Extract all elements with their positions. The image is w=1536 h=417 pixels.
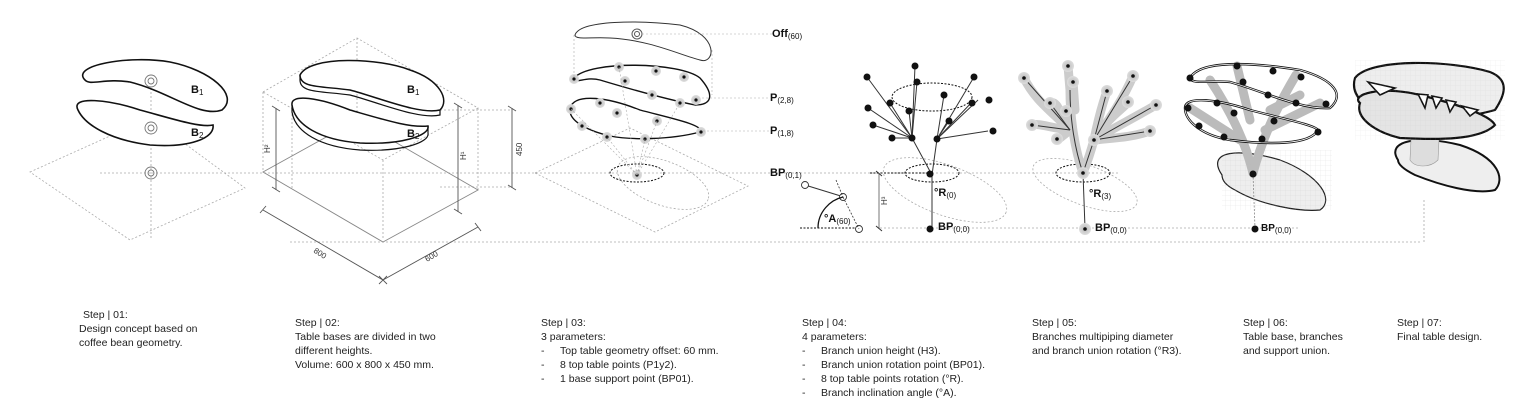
- step-bullet: Top table geometry offset: 60 mm.: [541, 344, 719, 358]
- step-title: Step | 06:: [1243, 317, 1288, 329]
- svg-text:BP(0,0): BP(0,0): [1095, 222, 1127, 235]
- svg-text:P(2,8): P(2,8): [770, 92, 794, 105]
- step-05-caption: Step | 05: Branches multipiping diameter…: [1032, 316, 1182, 358]
- step-title: Step | 02:: [295, 317, 340, 329]
- step-title: Step | 04:: [802, 317, 847, 329]
- svg-text:BP(0,1): BP(0,1): [770, 167, 802, 180]
- step-line: 3 parameters:: [541, 331, 606, 343]
- step-line: coffee bean geometry.: [79, 337, 183, 349]
- step-line: Design concept based on: [79, 323, 198, 335]
- svg-text:B1: B1: [191, 84, 204, 97]
- step-03-figure: Off(60) P(2,8) P(1,8) BP(0,1): [534, 21, 802, 233]
- step-bullet: Branch union height (H3).: [802, 344, 985, 358]
- step-05-figure: °R(3) BP(0,0): [1018, 60, 1162, 235]
- svg-text:°R(3): °R(3): [1089, 188, 1111, 201]
- svg-text:°A(60): °A(60): [824, 213, 851, 226]
- svg-text:°R(0): °R(0): [934, 187, 956, 200]
- svg-text:H¹: H¹: [459, 151, 468, 160]
- step-line: and branch union rotation (°R3).: [1032, 345, 1182, 357]
- step-06-caption: Step | 06: Table base, branches and supp…: [1243, 316, 1343, 358]
- step-07-caption: Step | 07: Final table design.: [1397, 316, 1482, 344]
- svg-text:B1: B1: [407, 84, 420, 97]
- step-04-caption: Step | 04: 4 parameters: Branch union he…: [802, 316, 985, 400]
- svg-text:600: 600: [424, 249, 441, 264]
- svg-text:P(1,8): P(1,8): [770, 125, 794, 138]
- step-line: 4 parameters:: [802, 331, 867, 343]
- step-04-figure: H³ °A(60) °R(0) BP(0,0): [800, 62, 1008, 234]
- step-01-figure: B1 B2: [29, 58, 246, 241]
- bean-b2-shape: [76, 99, 214, 147]
- step-title: Step | 05:: [1032, 317, 1077, 329]
- step-line: Table bases are divided in two: [295, 331, 436, 343]
- step-title: Step | 07:: [1397, 317, 1442, 329]
- svg-text:BP(0,0): BP(0,0): [938, 221, 970, 234]
- svg-text:B2: B2: [407, 128, 420, 141]
- step-bullet: 8 top table points rotation (°R).: [802, 372, 985, 386]
- step-line: Volume: 600 x 800 x 450 mm.: [295, 359, 434, 371]
- svg-text:450: 450: [515, 142, 524, 156]
- step-07-figure: [1352, 60, 1505, 242]
- step-01-caption: Step | 01: Design concept based on coffe…: [79, 308, 198, 350]
- step-02-caption: Step | 02: Table bases are divided in tw…: [295, 316, 436, 372]
- svg-text:H²: H²: [263, 144, 272, 153]
- step-line: and support union.: [1243, 345, 1330, 357]
- svg-text:800: 800: [312, 246, 329, 261]
- step-line: Branches multipiping diameter: [1032, 331, 1174, 343]
- step-bullet: 8 top table points (P1y2).: [541, 358, 719, 372]
- step-bullet: Branch union rotation point (BP01).: [802, 358, 985, 372]
- step-line: Table base, branches: [1243, 331, 1343, 343]
- svg-text:Off(60): Off(60): [772, 28, 802, 41]
- step-title: Step | 03:: [541, 317, 586, 329]
- svg-text:BP(0,0): BP(0,0): [1261, 223, 1292, 235]
- step-02-figure: B1 B2 H² H¹ 450 800 600: [259, 37, 524, 285]
- step-03-caption: Step | 03: 3 parameters: Top table geome…: [541, 316, 719, 386]
- step-title: Step | 01:: [83, 309, 128, 321]
- svg-text:H³: H³: [880, 196, 889, 205]
- step-bullet: Branch inclination angle (°A).: [802, 386, 985, 400]
- step-line: Final table design.: [1397, 331, 1483, 343]
- step-bullet: 1 base support point (BP01).: [541, 372, 719, 386]
- step-06-figure: BP(0,0): [1183, 61, 1338, 235]
- step-line: different heights.: [295, 345, 373, 357]
- svg-text:B2: B2: [191, 127, 204, 140]
